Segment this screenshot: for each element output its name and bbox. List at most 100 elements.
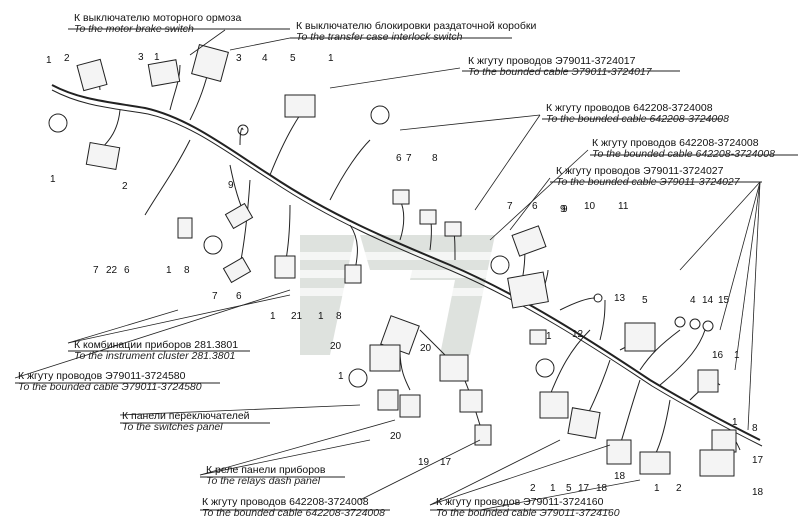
part-number: 5	[290, 53, 296, 64]
part-number: 16	[712, 350, 724, 361]
part-number: 11	[618, 201, 629, 212]
part-number: 5	[642, 295, 648, 306]
main-trunk-wire-2	[51, 89, 763, 447]
callout-en: To the bounded cable Э79011-3724027	[556, 176, 740, 188]
part-number: 18	[596, 483, 608, 494]
part-number: 14	[702, 295, 714, 306]
callout-cable-3724027: К жгуту проводов Э79011-3724027 To the b…	[556, 166, 740, 188]
callout-cable-3724017: К жгуту проводов Э79011-3724017 To the b…	[468, 56, 652, 78]
part-number: 1	[50, 174, 56, 185]
callout-ru: К реле панели приборов	[206, 464, 326, 476]
part-number: 6	[236, 291, 242, 302]
callout-en: To the relays dash panel	[206, 475, 321, 487]
watermark-logo	[300, 235, 495, 355]
callout-en: To the bounded cable Э79011-3724160	[436, 507, 620, 519]
part-number: 2	[676, 483, 682, 494]
part-number: 8	[336, 311, 342, 322]
part-number: 6	[396, 153, 402, 164]
part-number: 18	[614, 471, 626, 482]
callout-ru: К выключателю блокировки раздаточной кор…	[296, 20, 537, 32]
callout-ru: К жгуту проводов 642208-3724008	[592, 137, 759, 149]
part-number: 17	[578, 483, 590, 494]
callout-ru: К жгуту проводов 642208-3724008	[546, 102, 713, 114]
ring-terminals	[48, 105, 714, 388]
part-number: 10	[584, 201, 596, 212]
part-number: 21	[291, 311, 303, 322]
part-number: 7	[507, 201, 513, 212]
callout-en: To the motor brake switch	[74, 23, 194, 35]
part-number: 1	[270, 311, 276, 322]
callout-cable-642208-c: К жгуту проводов 642208-3724008 To the b…	[202, 497, 385, 519]
callout-cable-3724580: К жгуту проводов Э79011-3724580 To the b…	[18, 371, 202, 393]
part-number: 6	[124, 265, 130, 276]
part-number: 1	[338, 371, 344, 382]
callout-ru: К жгуту проводов Э79011-3724017	[468, 55, 636, 67]
part-number: 7	[406, 153, 412, 164]
part-number: 3	[138, 52, 144, 63]
callout-underlines	[15, 28, 798, 511]
part-number: 1	[654, 483, 660, 494]
callout-en: To the bounded cable 642208-3724008	[592, 148, 775, 160]
part-number: 1	[734, 350, 740, 361]
part-number: 2	[122, 181, 128, 192]
part-number: 1	[46, 55, 52, 66]
part-number: 1	[732, 417, 738, 428]
callout-cable-3724160: К жгуту проводов Э79011-3724160 To the b…	[436, 497, 620, 519]
callout-ru: К жгуту проводов Э79011-3724160	[436, 496, 604, 508]
part-number: 2	[530, 483, 536, 494]
callout-en: To the bounded cable Э79011-3724017	[468, 66, 652, 78]
part-number: 17	[440, 457, 452, 468]
part-number: 7	[93, 265, 99, 276]
callout-en: To the bounded cable Э79011-3724580	[18, 381, 202, 393]
part-number: 5	[566, 483, 572, 494]
callout-en: To the bounded cable 642208-3724008	[202, 507, 385, 519]
callout-ru: К жгуту проводов Э79011-3724027	[556, 165, 724, 177]
callout-cable-642208-b: К жгуту проводов 642208-3724008 To the b…	[592, 138, 775, 160]
part-number: 7	[212, 291, 218, 302]
part-number: 1	[550, 483, 556, 494]
part-number: 6	[532, 201, 538, 212]
part-number: 1	[154, 52, 160, 63]
callout-cable-642208-a: К жгуту проводов 642208-3724008 To the b…	[546, 103, 729, 125]
callout-transfer-case: К выключателю блокировки раздаточной кор…	[296, 21, 536, 43]
callout-ru: К выключателю моторного ормоза	[74, 12, 242, 24]
main-trunk-wire	[51, 84, 761, 441]
callout-ru: К жгуту проводов 642208-3724008	[202, 496, 369, 508]
part-number: 8	[752, 423, 758, 434]
part-number: 4	[690, 295, 696, 306]
callout-ru: К жгуту проводов Э79011-3724580	[18, 370, 186, 382]
callout-relays-dash-panel: К реле панели приборов To the relays das…	[206, 465, 325, 487]
part-number: 20	[390, 431, 402, 442]
part-number: 20	[330, 341, 342, 352]
part-number: 17	[752, 455, 764, 466]
callout-switches-panel: К панели переключателей To the switches …	[122, 411, 250, 433]
part-number: 22	[106, 265, 118, 276]
leader-lines	[14, 29, 761, 511]
callout-motor-brake: К выключателю моторного ормоза To the mo…	[74, 13, 241, 35]
callout-ru: К комбинации приборов 281.3801	[74, 339, 239, 351]
part-number: 1	[546, 331, 552, 342]
part-number: 8	[432, 153, 438, 164]
part-number: 18	[752, 487, 764, 498]
part-number: 2	[64, 53, 70, 64]
part-number: 1	[166, 265, 172, 276]
part-number: 9	[560, 204, 566, 215]
part-number: 9	[228, 180, 234, 191]
connectors	[76, 44, 737, 477]
part-number: 1	[328, 53, 334, 64]
part-number: 3	[236, 53, 242, 64]
callout-ru: К панели переключателей	[122, 410, 250, 422]
part-number: 8	[184, 265, 190, 276]
part-number: 13	[614, 293, 626, 304]
part-number: 1	[318, 311, 324, 322]
callout-en: To the transfer case interlock switch	[296, 31, 463, 43]
part-number: 9	[562, 204, 568, 215]
part-number: 15	[718, 295, 730, 306]
callout-instrument-cluster: К комбинации приборов 281.3801 To the in…	[74, 340, 238, 362]
part-number: 19	[418, 457, 430, 468]
callout-en: To the instrument cluster 281.3801	[74, 350, 236, 362]
callout-en: To the switches panel	[122, 421, 223, 433]
part-number: 4	[262, 53, 268, 64]
